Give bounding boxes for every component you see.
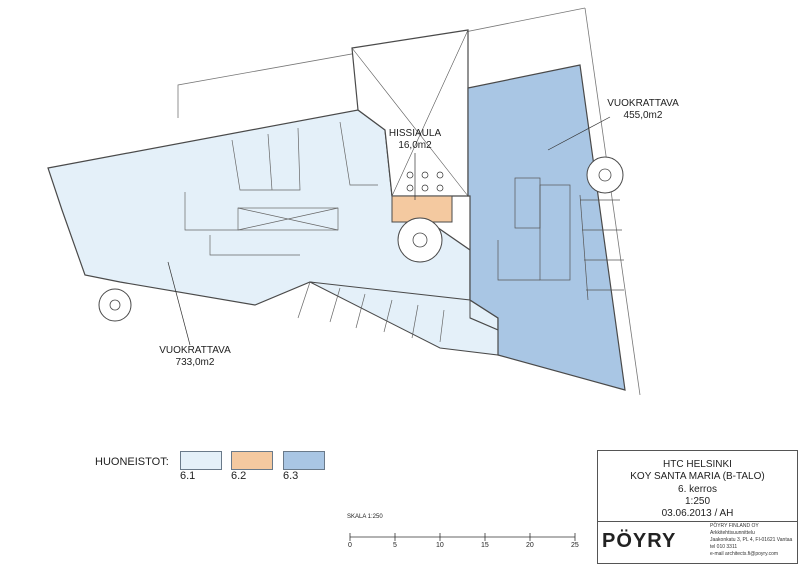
legend: HUONEISTOT: 6.1 6.2 6.3 [95, 448, 345, 488]
partitions-6-1 [184, 121, 445, 343]
stair-central-inner [412, 232, 428, 248]
legend-swatch-6-2 [231, 451, 273, 470]
project-name: HTC HELSINKI [663, 459, 732, 470]
scale-tick: 15 [481, 542, 489, 549]
building-name: KOY SANTA MARIA (B-TALO) [630, 471, 765, 482]
company-info: PÖYRY FINLAND OY Arkkitehtisuunnittelu J… [710, 523, 795, 558]
legend-code-6-1: 6.1 [180, 470, 196, 482]
area-label-hissiaula: HISSIAULA 16,0m2 [372, 128, 458, 152]
leader-line-6-1 [167, 261, 191, 346]
company-name: PÖYRY FINLAND OY [710, 523, 759, 529]
area-name: HISSIAULA [388, 128, 442, 139]
floor-name: 6. kerros [678, 484, 717, 495]
title-divider [598, 521, 797, 522]
stair-right [586, 156, 624, 194]
company-email: e-mail architects.fi@poyry.com [710, 551, 779, 557]
scale-tick: 25 [571, 542, 579, 549]
core-diagonal [351, 47, 469, 197]
scale-bar: SKALA 1:250 0 5 10 15 20 25 [347, 514, 587, 554]
partitions-6-3 [497, 177, 624, 301]
legend-swatch-6-1 [180, 451, 222, 470]
area-label-6-3: VUOKRATTAVA 455,0m2 [598, 98, 688, 122]
stair-central [397, 217, 443, 263]
scale-tick: 5 [393, 542, 397, 549]
company-logo: PÖYRY [602, 530, 677, 552]
company-unit: Arkkitehtisuunnittelu [710, 530, 755, 536]
area-label-6-1: VUOKRATTAVA 733,0m2 [150, 345, 240, 369]
scale-label: SKALA 1:250 [347, 514, 383, 520]
legend-swatch-6-3 [283, 451, 325, 470]
area-size: 733,0m2 [175, 357, 215, 368]
drawing-date: 03.06.2013 / AH [661, 508, 734, 519]
scale-tick: 20 [526, 542, 534, 549]
legend-code-6-2: 6.2 [231, 470, 247, 482]
site-boundary-right [584, 7, 641, 396]
legend-code-6-3: 6.3 [283, 470, 299, 482]
legend-title: HUONEISTOT: [95, 456, 169, 468]
area-name: VUOKRATTAVA [159, 345, 231, 356]
elevator-symbols [406, 171, 444, 192]
area-name: VUOKRATTAVA [607, 98, 679, 109]
area-size: 16,0m2 [398, 140, 432, 151]
drawing-scale: 1:250 [684, 496, 711, 507]
scale-tick: 0 [348, 542, 352, 549]
company-phone: tel 010 3311 [710, 544, 738, 550]
area-size: 455,0m2 [623, 110, 663, 121]
scale-bar-graphic [349, 533, 576, 541]
stair-left [98, 288, 132, 322]
title-block: HTC HELSINKI KOY SANTA MARIA (B-TALO) 6.… [597, 450, 798, 564]
core-diagonal-2 [391, 29, 469, 197]
leader-line-6-3 [547, 116, 611, 151]
stair-right-inner [598, 168, 612, 182]
site-boundary [177, 7, 586, 118]
stair-left-inner [109, 299, 121, 311]
company-address: Jaakonkatu 3, PL 4, FI-01621 Vantaa [710, 537, 793, 543]
scale-tick: 10 [436, 542, 444, 549]
